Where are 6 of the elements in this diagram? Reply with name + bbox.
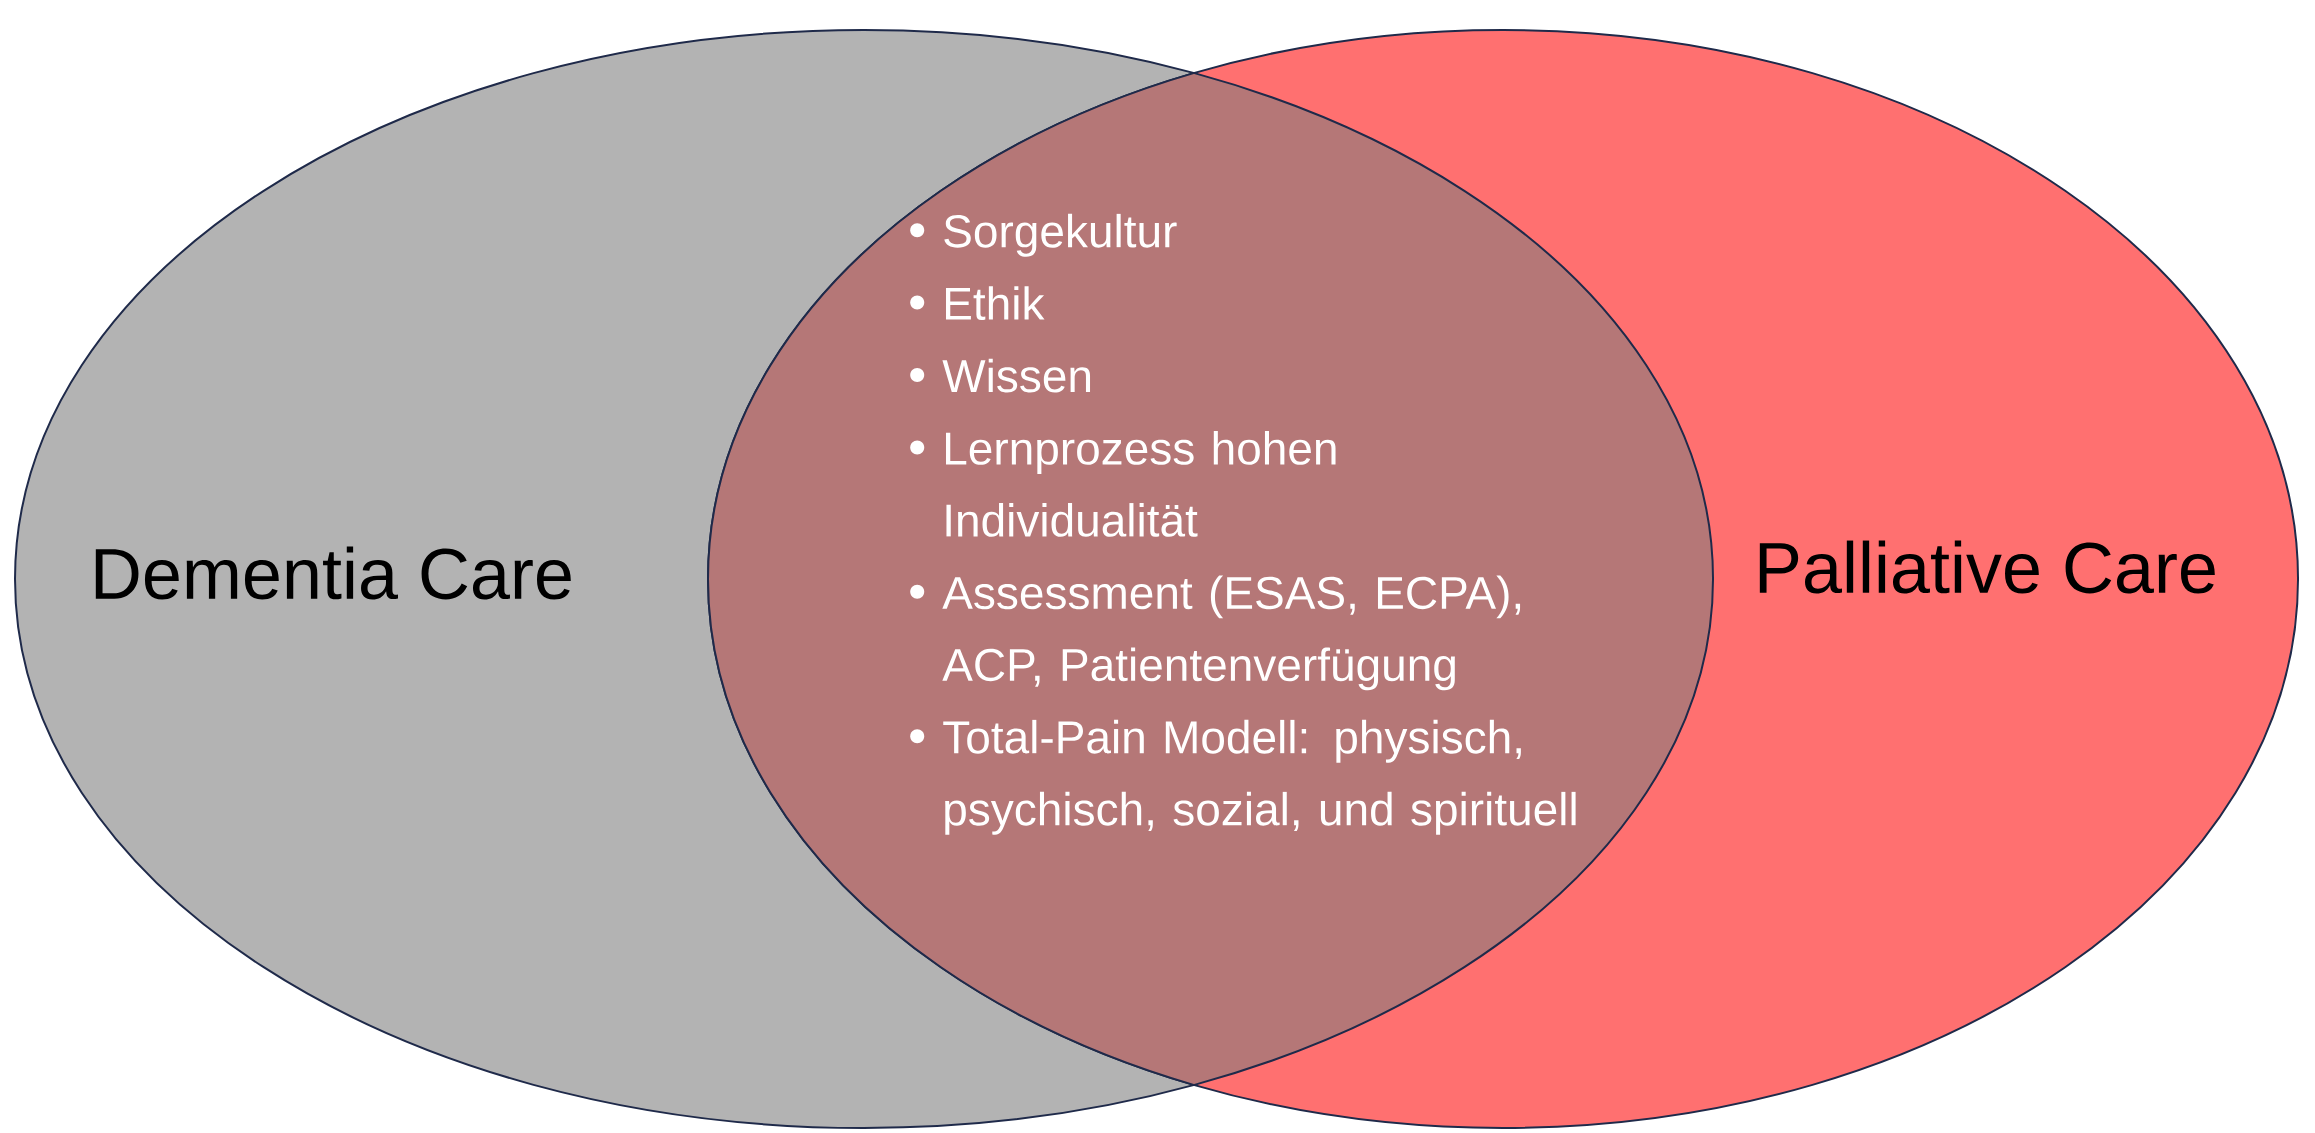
bullet-item: Ethik	[910, 286, 1045, 320]
bullet-item: Wissen	[910, 358, 1090, 393]
bullet-item: Total-Pain Modell: physisch, psychisch, sozial, und spirituell	[910, 719, 1576, 835]
bullet-item: Lernprozess hohen Individualität	[910, 431, 1336, 537]
bullet-item: Sorgekultur	[910, 213, 1177, 257]
bullet-item: Assessment (ESAS, ECPA), ACP, Patientenverfügung	[910, 575, 1521, 691]
